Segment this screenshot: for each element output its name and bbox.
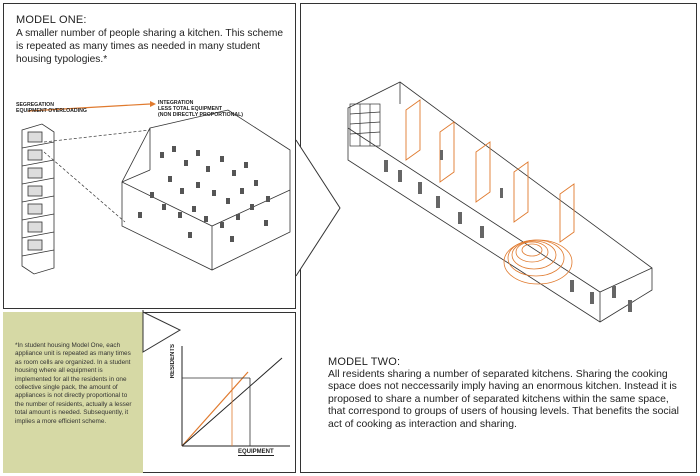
- integration-title: INTEGRATION: [158, 100, 194, 106]
- graph-y-label: RESIDENTS: [170, 344, 176, 379]
- storage-rack: [349, 103, 381, 147]
- model-two-panel: [300, 3, 697, 473]
- flow-arrow: [27, 103, 151, 112]
- model-two-title: MODEL TWO:: [328, 356, 401, 368]
- model-two-equipment: [384, 150, 632, 312]
- segregation-label: SEGREGATION EQUIPMENT OVERLOADING: [16, 102, 87, 114]
- shared-kitchen-box: [121, 109, 291, 271]
- projection-line: [43, 129, 151, 143]
- graph-x-label: EQUIPMENT: [238, 449, 274, 456]
- residents-equipment-graph: [181, 346, 290, 447]
- model-two-description: All residents sharing a number of separa…: [328, 369, 679, 430]
- flow-arrowhead: [150, 101, 156, 107]
- integration-label: INTEGRATION LESS TOTAL EQUIPMENT (NON DI…: [158, 100, 243, 118]
- orange-proportional-line: [181, 371, 249, 447]
- hood-frames: [405, 99, 575, 243]
- model-two-kitchen-slab: [347, 81, 653, 323]
- model-one-description: A smaller number of people sharing a kit…: [16, 28, 284, 65]
- segregation-title: SEGREGATION: [16, 102, 54, 108]
- segregation-subtitle: EQUIPMENT OVERLOADING: [16, 108, 87, 114]
- cooking-zone-contours: [503, 239, 573, 285]
- kitchen-equipment-cluster: [138, 146, 270, 242]
- integration-subtitle-1: LESS TOTAL EQUIPMENT: [158, 106, 222, 112]
- model-one-title: MODEL ONE:: [16, 14, 87, 26]
- chevron-arrow-right: [295, 139, 341, 277]
- note-chevron: [142, 310, 182, 353]
- projection-line: [43, 151, 126, 223]
- integration-subtitle-2: (NON DIRECTLY PROPORTIONAL): [158, 112, 244, 118]
- footnote-text: *In student housing Model One, each appl…: [15, 342, 132, 425]
- room-cells-stack: [21, 123, 55, 275]
- footnote-box: *In student housing Model One, each appl…: [3, 312, 143, 473]
